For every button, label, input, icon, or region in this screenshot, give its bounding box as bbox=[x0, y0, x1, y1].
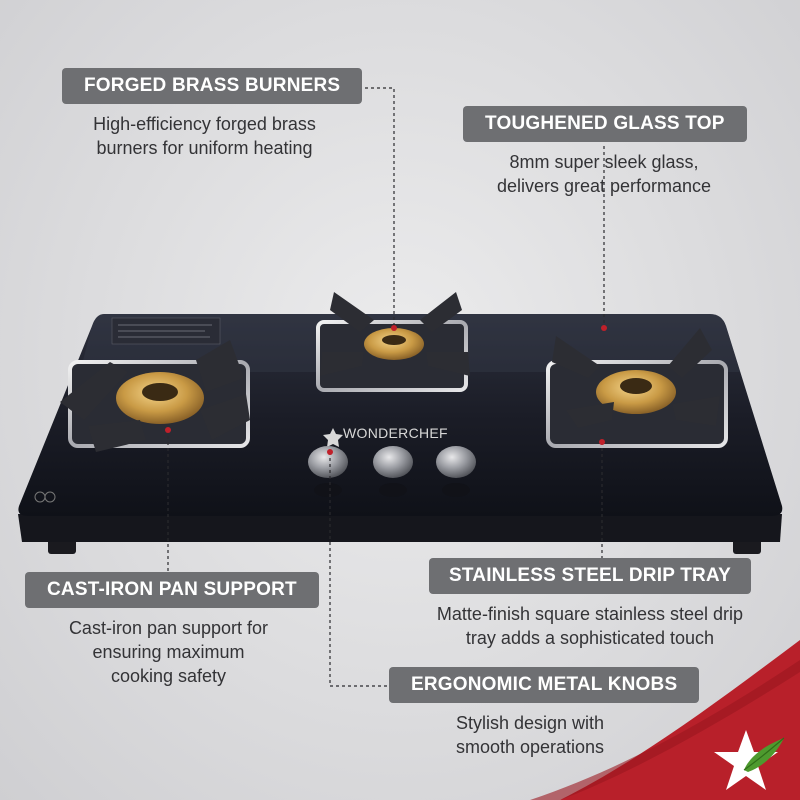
feature-title: ERGONOMIC METAL KNOBS bbox=[389, 667, 700, 703]
feature-title: TOUGHENED GLASS TOP bbox=[463, 106, 747, 142]
feature-desc-line: tray adds a sophisticated touch bbox=[465, 628, 715, 648]
feature-desc-line: Cast-iron pan support for bbox=[68, 618, 269, 638]
feature-description: 8mm super sleek glass, delivers great pe… bbox=[463, 150, 745, 198]
feature-desc-line: High-efficiency forged brass bbox=[93, 114, 316, 134]
feature-desc-line: delivers great performance bbox=[496, 176, 712, 196]
feature-desc-line: ensuring maximum bbox=[92, 642, 245, 662]
feature-description: Cast-iron pan support for ensuring maxim… bbox=[25, 616, 312, 688]
feature-title: FORGED BRASS BURNERS bbox=[62, 68, 363, 104]
feature-ergonomic-metal-knobs: ERGONOMIC METAL KNOBS Stylish design wit… bbox=[389, 667, 700, 759]
feature-desc-line: burners for uniform heating bbox=[96, 138, 313, 158]
feature-stainless-steel-drip-tray: STAINLESS STEEL DRIP TRAY Matte-finish s… bbox=[418, 558, 762, 650]
feature-desc-line: Matte-finish square stainless steel drip bbox=[436, 604, 744, 624]
feature-desc-line: cooking safety bbox=[110, 666, 227, 686]
feature-cast-iron-pan-support: CAST-IRON PAN SUPPORT Cast-iron pan supp… bbox=[25, 572, 319, 688]
feature-forged-brass-burners: FORGED BRASS BURNERS High-efficiency for… bbox=[62, 68, 363, 160]
feature-desc-line: Stylish design with bbox=[455, 713, 605, 733]
feature-description: Stylish design with smooth operations bbox=[389, 711, 671, 759]
star-leaf-logo-icon bbox=[714, 730, 785, 790]
feature-desc-line: smooth operations bbox=[455, 737, 605, 757]
feature-toughened-glass-top: TOUGHENED GLASS TOP 8mm super sleek glas… bbox=[463, 106, 747, 198]
brand-label: WONDERCHEF bbox=[343, 425, 448, 441]
feature-desc-line: 8mm super sleek glass, bbox=[509, 152, 699, 172]
feature-description: High-efficiency forged brass burners for… bbox=[62, 112, 347, 160]
feature-description: Matte-finish square stainless steel drip… bbox=[418, 602, 762, 650]
feature-title: STAINLESS STEEL DRIP TRAY bbox=[429, 558, 751, 594]
feature-title: CAST-IRON PAN SUPPORT bbox=[25, 572, 319, 608]
